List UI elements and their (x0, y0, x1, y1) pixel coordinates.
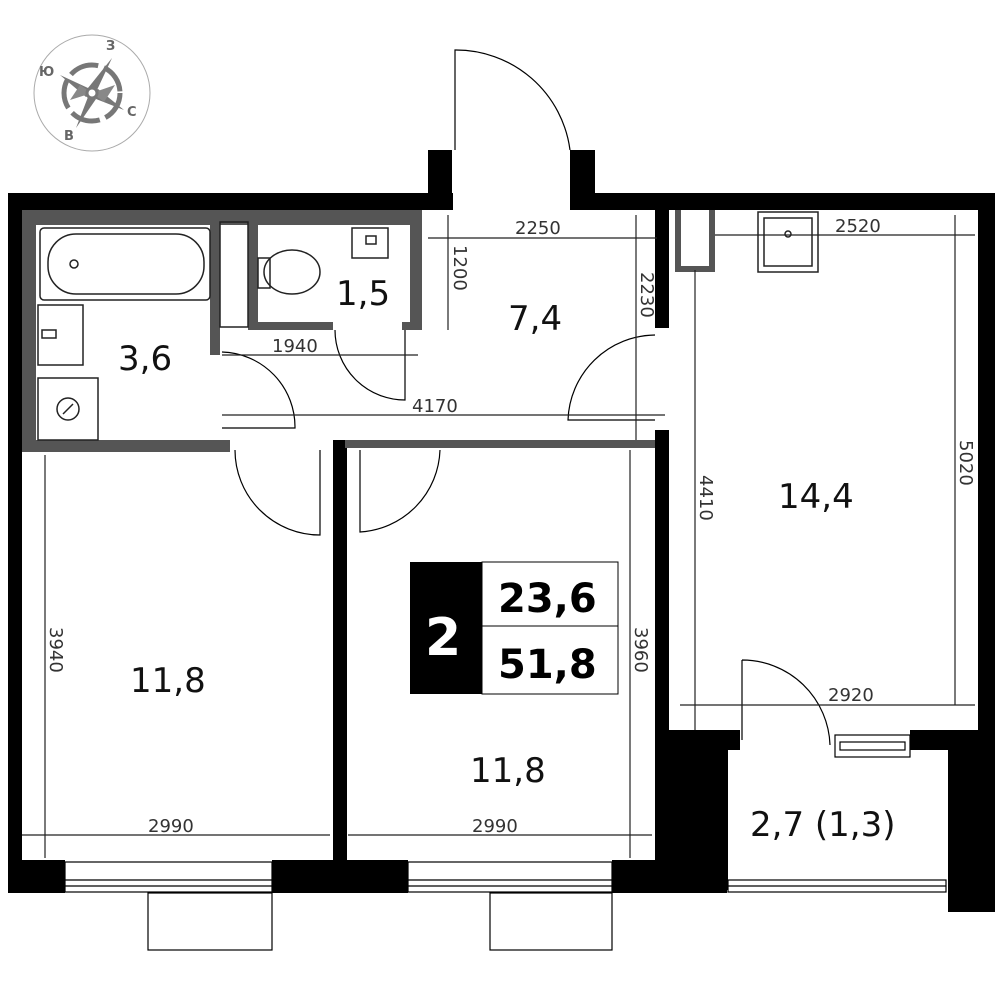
shelf-icon (219, 221, 249, 328)
area-bathroom: 3,6 (118, 339, 172, 379)
dim-left-width: 2990 (148, 816, 194, 837)
area-hall: 7,4 (508, 299, 562, 339)
area-bedroom-right: 11,8 (470, 751, 546, 791)
total-area: 51,8 (498, 642, 597, 688)
entrance-door (454, 49, 571, 151)
dim-bath-width: 1940 (272, 336, 318, 357)
living-area: 23,6 (498, 576, 597, 622)
dim-kitchen-inner: 4410 (695, 475, 716, 521)
fixtures (37, 211, 819, 441)
partitions (22, 210, 715, 452)
washing-machine-icon (37, 377, 99, 441)
sink-icon (37, 304, 84, 366)
dim-hall-depth: 1200 (449, 245, 470, 291)
compass-east-label: С (127, 105, 137, 120)
room-count: 2 (425, 608, 461, 668)
dim-kitchen-length: 5020 (955, 440, 976, 486)
dim-left-height: 3940 (45, 627, 66, 673)
bathtub-icon (39, 227, 211, 301)
dim-kitchen-width: 2520 (835, 216, 881, 237)
area-bedroom-left: 11,8 (130, 661, 206, 701)
toilet-sink-icon (351, 227, 389, 259)
compass-west-label: Ю (39, 65, 54, 80)
dim-kitchen-bottom: 2920 (828, 685, 874, 706)
windows (64, 861, 947, 951)
dim-right-height: 3960 (630, 627, 651, 673)
doors (221, 49, 911, 758)
dim-hall-width: 2250 (515, 218, 561, 239)
area-toilet: 1,5 (336, 274, 390, 314)
dim-corridor: 4170 (412, 396, 458, 417)
compass-south-label: В (64, 129, 74, 144)
compass-rose: З С В Ю (33, 34, 151, 152)
toilet-icon (263, 249, 321, 295)
area-kitchen: 14,4 (778, 477, 854, 517)
compass-north-label: З (106, 39, 115, 54)
outer-walls (8, 150, 995, 912)
dim-hall-height: 2230 (636, 272, 657, 318)
dim-right-width: 2990 (472, 816, 518, 837)
kitchen-sink-icon (757, 211, 819, 273)
summary-badge: 2 23,6 51,8 (410, 561, 619, 695)
dimension-lines (22, 215, 975, 858)
area-balcony: 2,7 (1,3) (750, 805, 895, 845)
